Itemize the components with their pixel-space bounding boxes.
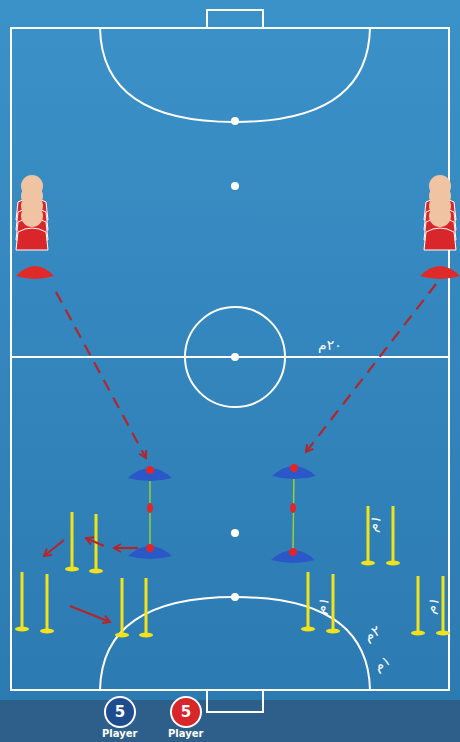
team-badge: 5Player	[102, 696, 138, 740]
player-count: 5	[170, 696, 202, 728]
distance-label: ١م	[313, 595, 332, 615]
distance-label: ١م	[365, 513, 384, 533]
player-stack	[16, 175, 456, 250]
badge-caption: Player	[102, 729, 137, 739]
slalom-poles	[15, 506, 450, 638]
badge-caption: Player	[168, 729, 203, 739]
player-count: 5	[104, 696, 136, 728]
distance-label: ٢٠م	[318, 338, 342, 352]
distance-label: ١م	[423, 595, 442, 615]
team-badge: 5Player	[168, 696, 204, 740]
distance-label: ١م	[372, 653, 393, 673]
distance-label: ٢م	[362, 623, 383, 643]
